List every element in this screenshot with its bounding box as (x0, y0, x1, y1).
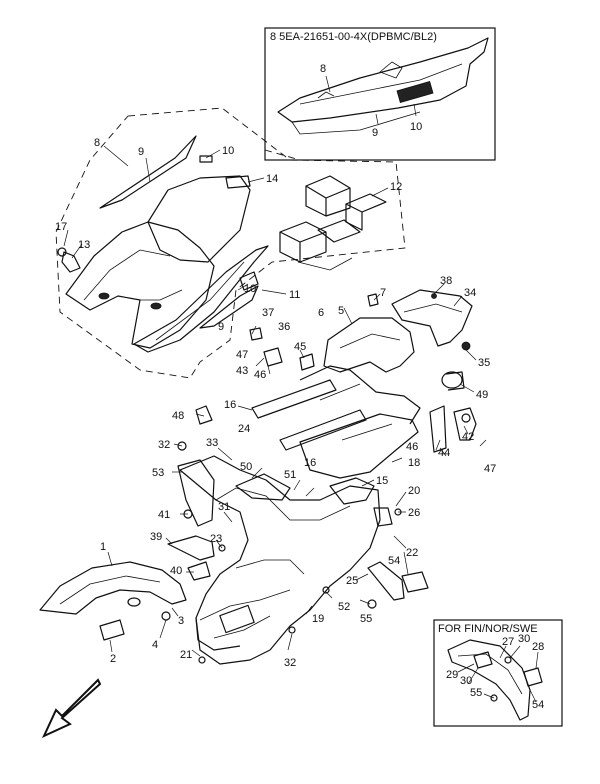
callout: 34 (464, 287, 476, 299)
callout: 37 (262, 307, 274, 319)
rear-frame-assembly (195, 289, 477, 479)
inset-bottom-callout: 28 (532, 641, 544, 653)
callout: 20 (408, 485, 420, 497)
callout: 47 (484, 463, 496, 475)
callout: 46 (254, 369, 266, 381)
callout: 8 (94, 137, 100, 149)
callout: 13 (78, 239, 90, 251)
callout: 35 (478, 357, 490, 369)
callout: 52 (338, 601, 350, 613)
inset-bottom-callout: 30 (518, 633, 530, 645)
inset-bottom-callout: 27 (502, 636, 514, 648)
callout: 15 (376, 475, 388, 487)
callout: 45 (294, 341, 306, 353)
callout: 7 (380, 287, 386, 299)
callout-labels: 8 9 10 14 12 17 13 11 10 9 37 36 47 43 4… (55, 137, 496, 669)
callout: 16 (304, 457, 316, 469)
callout: 41 (158, 509, 170, 521)
callout: 33 (206, 437, 218, 449)
callout: 16 (224, 399, 236, 411)
inset-bottom-callout: 55 (470, 687, 482, 699)
callout: 48 (172, 410, 184, 422)
callout: 39 (150, 531, 162, 543)
callout: 31 (218, 501, 230, 513)
inset-top-title: 8 5EA-21651-00-4X(DPBMC/BL2) (270, 31, 437, 43)
inset-bottom-callout: 54 (532, 699, 544, 711)
seat-cowl-assembly (57, 135, 387, 353)
callout: 9 (138, 146, 144, 158)
callout: 14 (266, 173, 278, 185)
seat-cowl-group-outline (55, 107, 406, 379)
callout: 12 (390, 181, 402, 193)
callout: 2 (110, 653, 116, 665)
inset-top: 8 5EA-21651-00-4X(DPBMC/BL2) 8 9 10 (264, 27, 496, 161)
callout: 44 (438, 447, 450, 459)
callout: 49 (476, 389, 488, 401)
inset-bottom-callout: 30 (460, 675, 472, 687)
callout: 55 (360, 613, 372, 625)
callout: 10 (222, 145, 234, 157)
callout: 9 (218, 321, 224, 333)
inset-top-callout-8: 8 (320, 63, 326, 75)
callout: 26 (408, 507, 420, 519)
callout: 32 (158, 439, 170, 451)
callout: 19 (312, 613, 324, 625)
callout: 21 (180, 649, 192, 661)
callout: 36 (278, 321, 290, 333)
callout: 32 (284, 657, 296, 669)
inset-bottom-callout: 29 (446, 669, 458, 681)
callout: 51 (284, 469, 296, 481)
inset-seat-cowl-drawing (277, 37, 489, 135)
callout: 6 (318, 307, 324, 319)
inset-top-callout-10: 10 (410, 121, 422, 133)
inset-top-frame (264, 27, 496, 161)
callout: 53 (152, 467, 164, 479)
inset-bottom-title: FOR FIN/NOR/SWE (438, 623, 538, 635)
inset-fender-drawing (447, 639, 543, 721)
direction-arrow-icon (41, 678, 102, 739)
callout: 3 (178, 615, 184, 627)
callout: 1 (100, 541, 106, 553)
inset-bottom: FOR FIN/NOR/SWE 27 30 28 29 30 55 54 (433, 619, 563, 727)
callout: 54 (388, 555, 400, 567)
callout: 50 (240, 461, 252, 473)
rear-fender-assembly (39, 441, 429, 665)
callout: 43 (236, 365, 248, 377)
inset-bottom-frame (433, 619, 563, 727)
inset-top-callout-9: 9 (372, 127, 378, 139)
callout: 18 (408, 457, 420, 469)
callout: 38 (440, 275, 452, 287)
callout: 42 (462, 431, 474, 443)
callout: 4 (152, 639, 158, 651)
callout: 22 (406, 547, 418, 559)
callout: 40 (170, 565, 182, 577)
callout: 23 (210, 533, 222, 545)
callout: 47 (236, 349, 248, 361)
callout: 46 (406, 441, 418, 453)
callout: 10 (244, 283, 256, 295)
callout: 24 (238, 423, 250, 435)
callout: 5 (338, 305, 344, 317)
callout: 11 (289, 289, 300, 301)
callout: 17 (55, 221, 67, 233)
callout: 25 (346, 575, 358, 587)
